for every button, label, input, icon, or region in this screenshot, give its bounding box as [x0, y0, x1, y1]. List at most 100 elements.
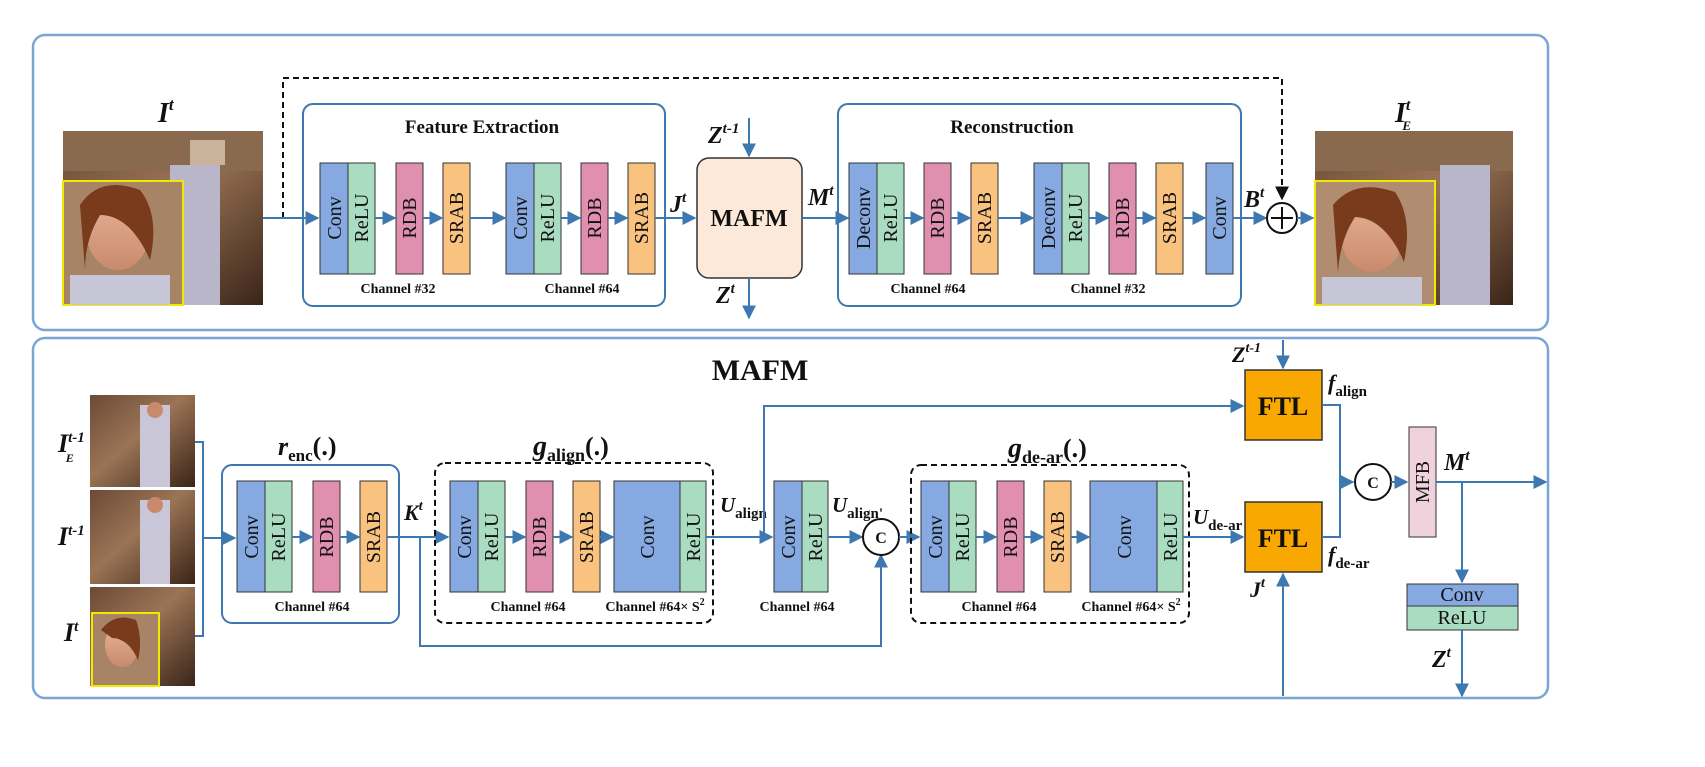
- align-relu-2: ReLU: [683, 512, 705, 561]
- r-enc-label: renc(.): [278, 432, 337, 465]
- rc-channel-32: Channel #32: [1070, 282, 1145, 297]
- ftl-top-z-label: Zt-1: [1231, 341, 1261, 367]
- dear-channel-64s2: Channel #64× S2: [1081, 597, 1180, 615]
- r-enc-box: [221, 464, 400, 624]
- g-align-box: [434, 462, 714, 624]
- enc-relu: ReLU: [268, 512, 290, 561]
- out-conv-label: Conv: [1440, 584, 1483, 606]
- dear-srab: SRAB: [1047, 511, 1069, 563]
- input-label: It: [157, 95, 175, 129]
- input-photo-current: [90, 587, 195, 687]
- ftl-bottom-label: FTL: [1258, 524, 1309, 553]
- u-dear-label: Ude-ar: [1193, 505, 1243, 534]
- r-enc-blocks: [236, 480, 388, 593]
- bottom-panel: [31, 336, 1550, 700]
- dear-conv-2: Conv: [1114, 515, 1136, 558]
- reconstruction-blocks: [848, 162, 1234, 275]
- align-conv-2: Conv: [637, 515, 659, 558]
- rc-relu-2: ReLU: [1065, 193, 1087, 242]
- align-rdb: RDB: [529, 516, 551, 557]
- fe-relu-2: ReLU: [537, 193, 559, 242]
- feature-extraction-blocks: [319, 162, 656, 275]
- fe-channel-32: Channel #32: [360, 282, 435, 297]
- ftl-top-block: [1244, 369, 1323, 441]
- ftl-bottom-block: [1244, 501, 1323, 573]
- dear-rdb: RDB: [1000, 516, 1022, 557]
- fe-rdb-1: RDB: [399, 197, 421, 238]
- dear-relu-1: ReLU: [952, 512, 974, 561]
- rc-deconv-1: Deconv: [853, 187, 875, 249]
- f-dear-label: fde-ar: [1328, 542, 1370, 572]
- ftl-top-label: FTL: [1258, 392, 1309, 421]
- ftl-top-to-concat: [1322, 404, 1355, 489]
- u-align-label: Ualign: [720, 493, 768, 522]
- dear-conv-1: Conv: [925, 515, 947, 558]
- rc-rdb-2: RDB: [1112, 197, 1134, 238]
- add-operator-icon: [1266, 202, 1298, 234]
- rc-rdb-1: RDB: [927, 197, 949, 238]
- concat-icon: C: [862, 518, 900, 556]
- mid-relu: ReLU: [805, 512, 827, 561]
- rc-deconv-2: Deconv: [1038, 187, 1060, 249]
- f-align-label: falign: [1328, 370, 1368, 400]
- align-relu-1: ReLU: [481, 512, 503, 561]
- rc-channel-64: Channel #64: [890, 282, 965, 297]
- z-out-label: Zt: [715, 281, 736, 309]
- top-panel: [31, 33, 1550, 332]
- b-label: Bt: [1243, 185, 1265, 213]
- enc-srab: SRAB: [363, 511, 385, 563]
- concat-icon-2: C: [1354, 463, 1392, 501]
- align-channel-64s2: Channel #64× S2: [605, 597, 704, 615]
- rc-srab-1: SRAB: [974, 192, 996, 244]
- mid-channel: Channel #64: [759, 600, 834, 615]
- fe-conv-1: Conv: [324, 196, 346, 239]
- reconstruction-box: [837, 103, 1242, 307]
- g-dear-blocks: [920, 480, 1184, 593]
- ftl-bottom-j-label: Jt: [1249, 576, 1266, 602]
- z-prev-label: Zt-1: [707, 121, 739, 149]
- reconstruction-title: Reconstruction: [950, 117, 1074, 138]
- rc-conv: Conv: [1209, 196, 1231, 239]
- u-align-to-ftl-path: [763, 399, 1245, 537]
- align-channel-64: Channel #64: [490, 600, 565, 615]
- mafm-title: MAFM: [712, 354, 809, 387]
- input-photo-prev: [90, 490, 195, 584]
- fe-relu-1: ReLU: [351, 193, 373, 242]
- dear-relu-2: ReLU: [1160, 512, 1182, 561]
- fe-rdb-2: RDB: [584, 197, 606, 238]
- align-conv-1: Conv: [454, 515, 476, 558]
- g-dear-box: [910, 464, 1190, 624]
- enc-rdb: RDB: [316, 516, 338, 557]
- z-final-label: Zt: [1431, 645, 1452, 673]
- enc-conv: Conv: [241, 515, 263, 558]
- out-relu-block: [1406, 605, 1519, 631]
- rc-relu-1: ReLU: [880, 193, 902, 242]
- mfb-block: [1408, 426, 1437, 538]
- mfb-label: MFB: [1412, 461, 1434, 503]
- out-relu-label: ReLU: [1438, 607, 1487, 629]
- input-photo-enhanced-prev: [90, 395, 195, 487]
- m-label: Mt: [807, 183, 834, 211]
- j-label: Jt: [669, 190, 687, 218]
- mid-blocks: [773, 480, 829, 593]
- enc-channel: Channel #64: [274, 600, 349, 615]
- ftl-bottom-to-concat: [1322, 482, 1341, 538]
- fe-srab-1: SRAB: [446, 192, 468, 244]
- feature-extraction-box: [302, 103, 666, 307]
- align-srab: SRAB: [576, 511, 598, 563]
- input-merge-bracket: [195, 441, 204, 637]
- u-align-prime-label: Ualign': [832, 493, 883, 522]
- m-out-label: Mt: [1443, 448, 1470, 476]
- svg-text:C: C: [875, 530, 887, 547]
- g-dear-label: gde-ar(.): [1007, 433, 1087, 467]
- fe-srab-2: SRAB: [631, 192, 653, 244]
- k-skip-path: [419, 537, 888, 647]
- k-label: Kt: [403, 499, 424, 525]
- g-align-label: galign(.): [532, 431, 609, 465]
- mid-conv: Conv: [778, 515, 800, 558]
- g-align-blocks: [449, 480, 707, 593]
- rc-srab-2: SRAB: [1159, 192, 1181, 244]
- fe-channel-64: Channel #64: [544, 282, 619, 297]
